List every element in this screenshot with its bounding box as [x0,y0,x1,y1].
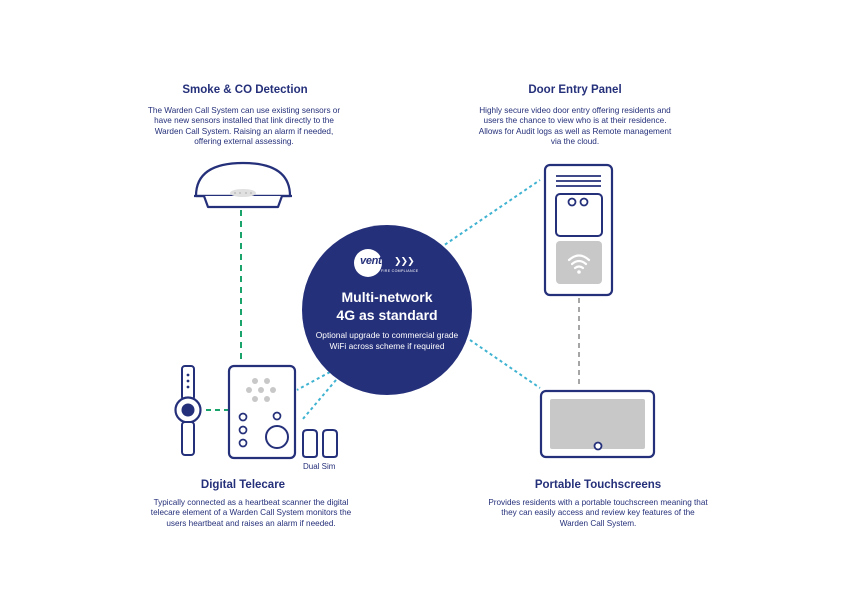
telecare-unit-icon [227,364,297,460]
hub-title-line1: Multi-network [341,289,433,305]
chevrons-icon: ❯❯❯ [394,256,415,266]
brand-name: ventro [360,255,392,267]
dual-sim-label: Dual Sim [303,462,336,471]
link-hub-telecare [296,371,331,391]
door-description: Highly secure video door entry offering … [478,106,672,147]
hub-subtitle: Optional upgrade to commercial grade WiF… [315,330,459,351]
smoke-description: The Warden Call System can use existing … [147,106,341,147]
brand-subtitle: FIRE COMPLIANCE [381,269,419,273]
link-hub-sim [301,379,337,421]
telecare-title: Digital Telecare [200,479,286,491]
hub-title-line2: 4G as standard [336,307,438,323]
hub-title: Multi-network 4G as standard [302,288,472,324]
door-entry-panel-icon [543,163,614,297]
wearable-pendant-icon [174,365,202,456]
telecare-description: Typically connected as a heartbeat scann… [150,498,352,528]
link-hub-touchscreen [469,339,541,389]
link-hub-door [439,179,541,249]
sim-card-icon [302,429,338,458]
ventro-logo: ventro ❯❯❯ FIRE COMPLIANCE [354,249,420,277]
door-title: Door Entry Panel [528,84,622,96]
smoke-detector-icon [194,161,292,209]
touchscreen-title: Portable Touchscreens [534,479,662,491]
touchscreen-description: Provides residents with a portable touch… [488,498,708,528]
central-hub: ventro ❯❯❯ FIRE COMPLIANCE Multi-network… [302,225,472,395]
touchscreen-icon [539,389,656,459]
ventro-logo-mark [354,249,382,277]
smoke-title: Smoke & CO Detection [182,84,308,96]
